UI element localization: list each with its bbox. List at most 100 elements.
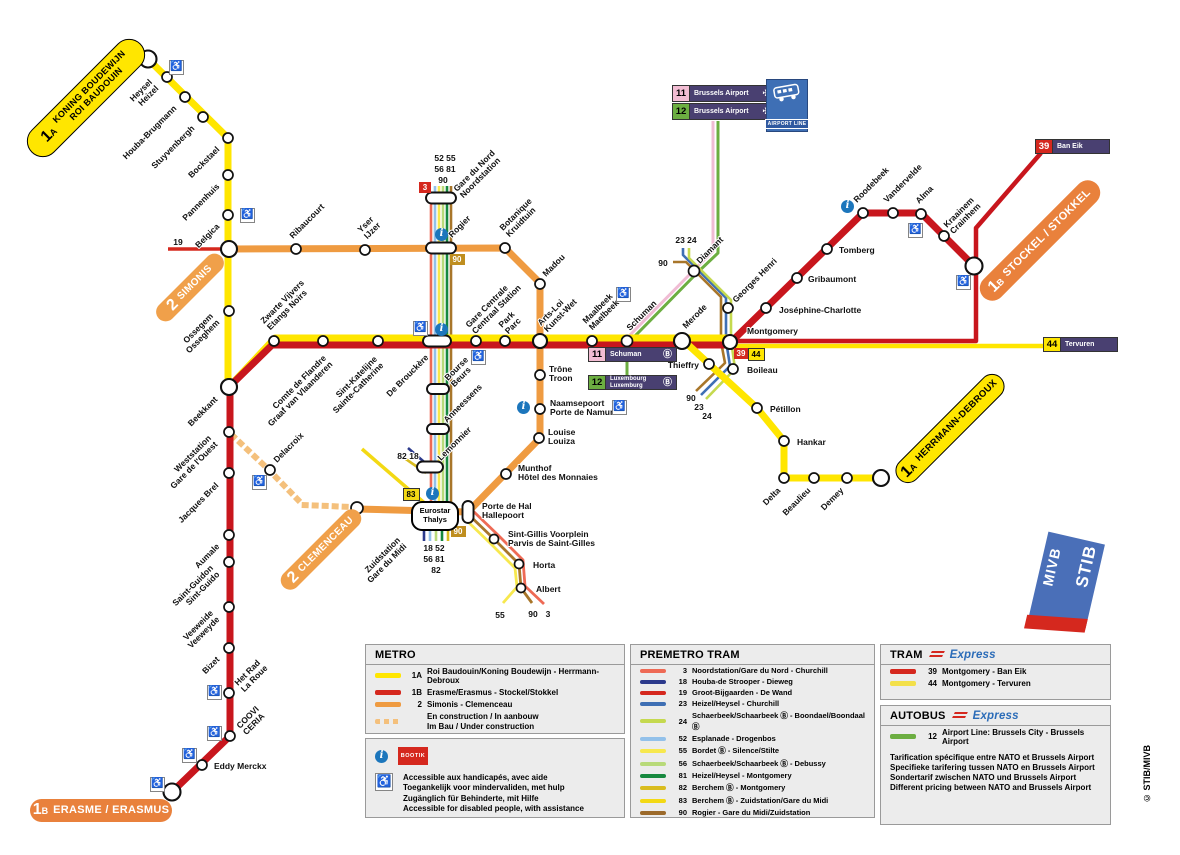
legend-row: En construction / In aanbouw Im Bau / Un… bbox=[366, 710, 624, 733]
station-marker bbox=[513, 558, 525, 570]
legend-line-route: Roi Baudouin/Koning Boudewijn - Herrmann… bbox=[427, 666, 599, 685]
station-label: Ribaucourt bbox=[287, 202, 326, 241]
station-label: Tomberg bbox=[839, 245, 875, 255]
station-marker bbox=[268, 335, 280, 347]
station-marker bbox=[499, 242, 511, 254]
station-label: VeeweideVeeweyde bbox=[179, 608, 221, 650]
legend-line-number: 12 bbox=[928, 732, 937, 741]
sncb-icon: Ⓑ bbox=[662, 348, 672, 359]
wheelchair-icon: ♿ bbox=[252, 475, 267, 490]
station-marker bbox=[219, 239, 239, 259]
legend-line-route: Montgomery - Ban Eik bbox=[942, 666, 1027, 676]
legend-swatch bbox=[640, 798, 666, 803]
station-label: 90 bbox=[658, 258, 668, 268]
legend-line-route: En construction / In aanbouw Im Bau / Un… bbox=[427, 711, 539, 731]
legend-line-number: 81 bbox=[678, 771, 687, 780]
station-label: Delta bbox=[761, 485, 783, 507]
legend-swatch bbox=[375, 719, 401, 724]
station-label: Belgica bbox=[193, 221, 222, 250]
station-marker bbox=[422, 334, 452, 348]
endbox-label-text: Schuman bbox=[610, 350, 642, 358]
copyright-text: © STIB/MIVB bbox=[1142, 745, 1152, 804]
station-label: Comte de FlandreGraaf van Vlaanderen bbox=[259, 353, 334, 428]
wheelchair-icon: ♿ bbox=[240, 208, 255, 223]
route-badge-90: 90 bbox=[449, 254, 465, 265]
route-badge-90: 90 bbox=[450, 526, 466, 537]
station-marker bbox=[727, 363, 739, 375]
station-marker bbox=[219, 377, 239, 397]
legend-swatch bbox=[640, 668, 666, 673]
station-label: 18 bbox=[409, 451, 419, 461]
station-marker bbox=[317, 335, 329, 347]
legend-swatch bbox=[890, 680, 916, 686]
wheelchair-icon: ♿ bbox=[612, 400, 627, 415]
station-label: 19 bbox=[173, 237, 183, 247]
station-marker bbox=[290, 243, 302, 255]
station-marker bbox=[223, 467, 235, 479]
legend-line-number: 24 bbox=[678, 716, 687, 726]
station-label: Alma bbox=[913, 183, 935, 205]
legend-swatch bbox=[890, 734, 916, 739]
station-marker bbox=[887, 207, 899, 219]
station-marker bbox=[500, 468, 512, 480]
station-marker bbox=[938, 230, 950, 242]
station-label: Boileau bbox=[747, 365, 778, 375]
legend-title-text: PREMETRO TRAM bbox=[640, 649, 740, 661]
legend-line-number: 18 bbox=[678, 677, 687, 686]
station-marker bbox=[620, 334, 634, 348]
station-label: MaalbeekMaelbeek bbox=[580, 291, 621, 332]
legend-title-text: TRAM bbox=[890, 649, 923, 661]
legend-line-route: Airport Line: Brussels City - Brussels A… bbox=[942, 727, 1085, 746]
sncb-icon: Ⓑ bbox=[662, 376, 672, 387]
endbox-schuman: 11 Schuman Ⓑ bbox=[588, 347, 677, 362]
legend-title-text: AUTOBUS bbox=[890, 710, 946, 722]
station-label: 24 bbox=[702, 411, 712, 421]
info-icon: i bbox=[426, 487, 439, 500]
station-label: ParkParc bbox=[496, 309, 523, 336]
legend-access-text: Accessible aux handicapés, avec aide Toe… bbox=[403, 773, 584, 814]
legend-title: PREMETRO TRAM bbox=[631, 645, 874, 665]
line-metro-2-construction bbox=[228, 431, 356, 511]
station-label: Gribaumont bbox=[808, 274, 856, 284]
line-tram-3-se bbox=[471, 508, 545, 606]
pill-line-letter: A bbox=[47, 126, 60, 138]
endbox-number: 44 bbox=[1043, 337, 1061, 352]
station-marker bbox=[416, 460, 444, 474]
wheelchair-icon: ♿ bbox=[375, 773, 393, 791]
info-icon: i bbox=[375, 749, 388, 763]
station-label: Zwarte VijversEtangs Noirs bbox=[258, 278, 312, 332]
info-icon: i bbox=[841, 200, 854, 213]
legend-autobus-notes: Tarification spécifique entre NATO et Br… bbox=[890, 753, 1095, 792]
station-marker bbox=[533, 432, 545, 444]
station-label: Demey bbox=[819, 485, 846, 512]
wheelchair-icon: ♿ bbox=[413, 321, 428, 336]
legend-line-route: Rogier - Gare du Midi/Zuidstation bbox=[692, 808, 811, 817]
endbox-label: Tervuren bbox=[1061, 337, 1118, 352]
station-marker bbox=[751, 402, 763, 414]
endbox-label-text: Brussels Airport bbox=[694, 107, 749, 115]
legend-line-number: 55 bbox=[678, 746, 687, 755]
station-label: 56 81 bbox=[434, 164, 456, 174]
station-marker bbox=[222, 209, 234, 221]
endbox-number: 11 bbox=[588, 347, 606, 362]
station-label: Bockstael bbox=[186, 144, 221, 179]
wheelchair-icon: ♿ bbox=[150, 777, 165, 792]
mivb-logo-text: MIVB bbox=[1039, 545, 1064, 588]
legend-line-route: Schaerbeek/Schaarbeek Ⓑ - Debussy bbox=[692, 759, 826, 768]
airport-line-label: AIRPORT LINE bbox=[764, 119, 810, 129]
station-label: Eddy Merckx bbox=[214, 761, 267, 771]
legend-line-number: 19 bbox=[678, 688, 687, 697]
